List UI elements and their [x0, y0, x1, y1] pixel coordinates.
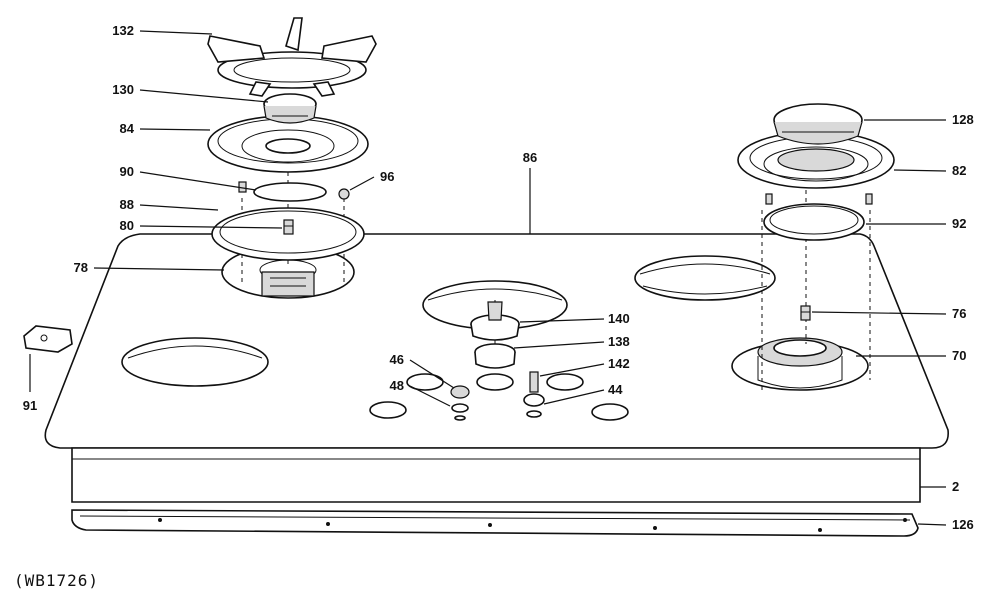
figure-code: (WB1726)	[14, 571, 99, 590]
callout-126: 126	[952, 517, 974, 532]
callout-78: 78	[74, 260, 88, 275]
callout-76: 76	[952, 306, 966, 321]
callout-46: 46	[390, 352, 404, 367]
callout-80: 80	[120, 218, 134, 233]
callout-2: 2	[952, 479, 959, 494]
orifice-80	[283, 219, 294, 235]
bracket-91	[23, 325, 73, 353]
burner-bowl-84	[207, 115, 369, 173]
leader-lines	[29, 30, 947, 526]
callout-92: 92	[952, 216, 966, 231]
ring-90	[253, 182, 327, 202]
orifice-76	[800, 305, 811, 321]
ring-92	[763, 203, 865, 241]
base-box	[71, 447, 921, 503]
callout-132: 132	[112, 23, 134, 38]
callout-70: 70	[952, 348, 966, 363]
callout-130: 130	[112, 82, 134, 97]
callout-48: 48	[390, 378, 404, 393]
burner-openings	[121, 255, 776, 387]
burner-bowl-82	[737, 131, 895, 205]
callout-44: 44	[608, 382, 623, 397]
control-holes	[369, 373, 629, 421]
callout-96: 96	[380, 169, 394, 184]
callout-142: 142	[608, 356, 630, 371]
callout-140: 140	[608, 311, 630, 326]
burner-head-128	[773, 103, 863, 145]
callout-88: 88	[120, 197, 134, 212]
burner-head-130	[263, 93, 317, 124]
burner-grate-132	[207, 17, 377, 97]
callout-91: 91	[23, 398, 37, 413]
left-burner-base	[221, 140, 355, 299]
callout-90: 90	[120, 164, 134, 179]
callout-labels: 132 130 84 90 96 88 80 78 91 86 140 138 …	[23, 23, 974, 532]
callout-138: 138	[608, 334, 630, 349]
callout-128: 128	[952, 112, 974, 127]
callout-84: 84	[120, 121, 135, 136]
callout-82: 82	[952, 163, 966, 178]
center-burner-parts	[450, 300, 545, 421]
bottom-trim	[71, 509, 919, 537]
callout-86: 86	[523, 150, 537, 165]
